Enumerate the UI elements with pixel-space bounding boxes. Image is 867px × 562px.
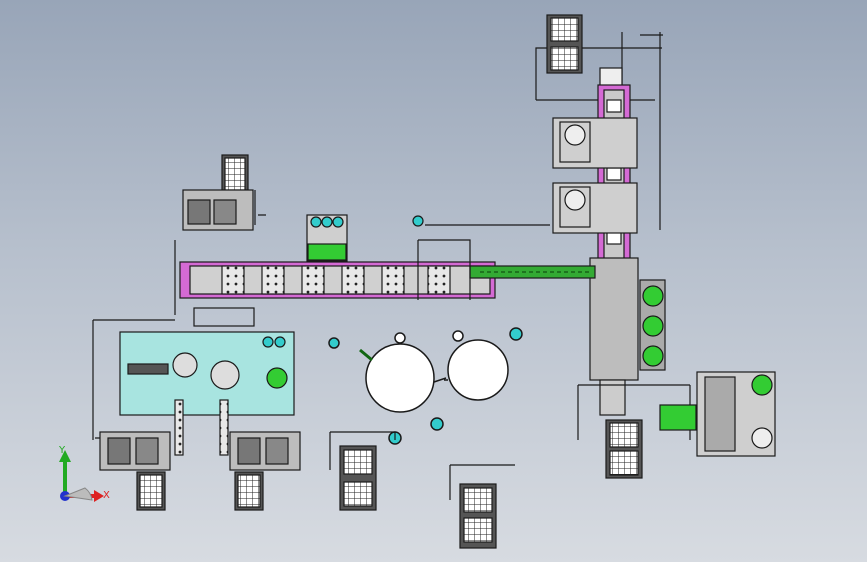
bottom-center-stations[interactable] [329,431,515,549]
main-horizontal-conveyor[interactable] [174,214,596,315]
teal-assembly-plate[interactable] [92,307,295,456]
vertical-conveyor[interactable] [552,84,638,271]
rotary-tables[interactable] [328,327,523,445]
y-axis-label: Y [58,445,66,456]
top-tray-station[interactable] [535,14,663,230]
upper-left-module[interactable] [182,154,266,231]
bottom-left-stations[interactable] [99,431,301,511]
right-test-cell[interactable] [659,371,776,457]
x-axis-label: X [103,490,110,501]
coordinate-triad-icon: Y X [58,445,110,502]
right-transfer-column[interactable] [577,257,691,479]
